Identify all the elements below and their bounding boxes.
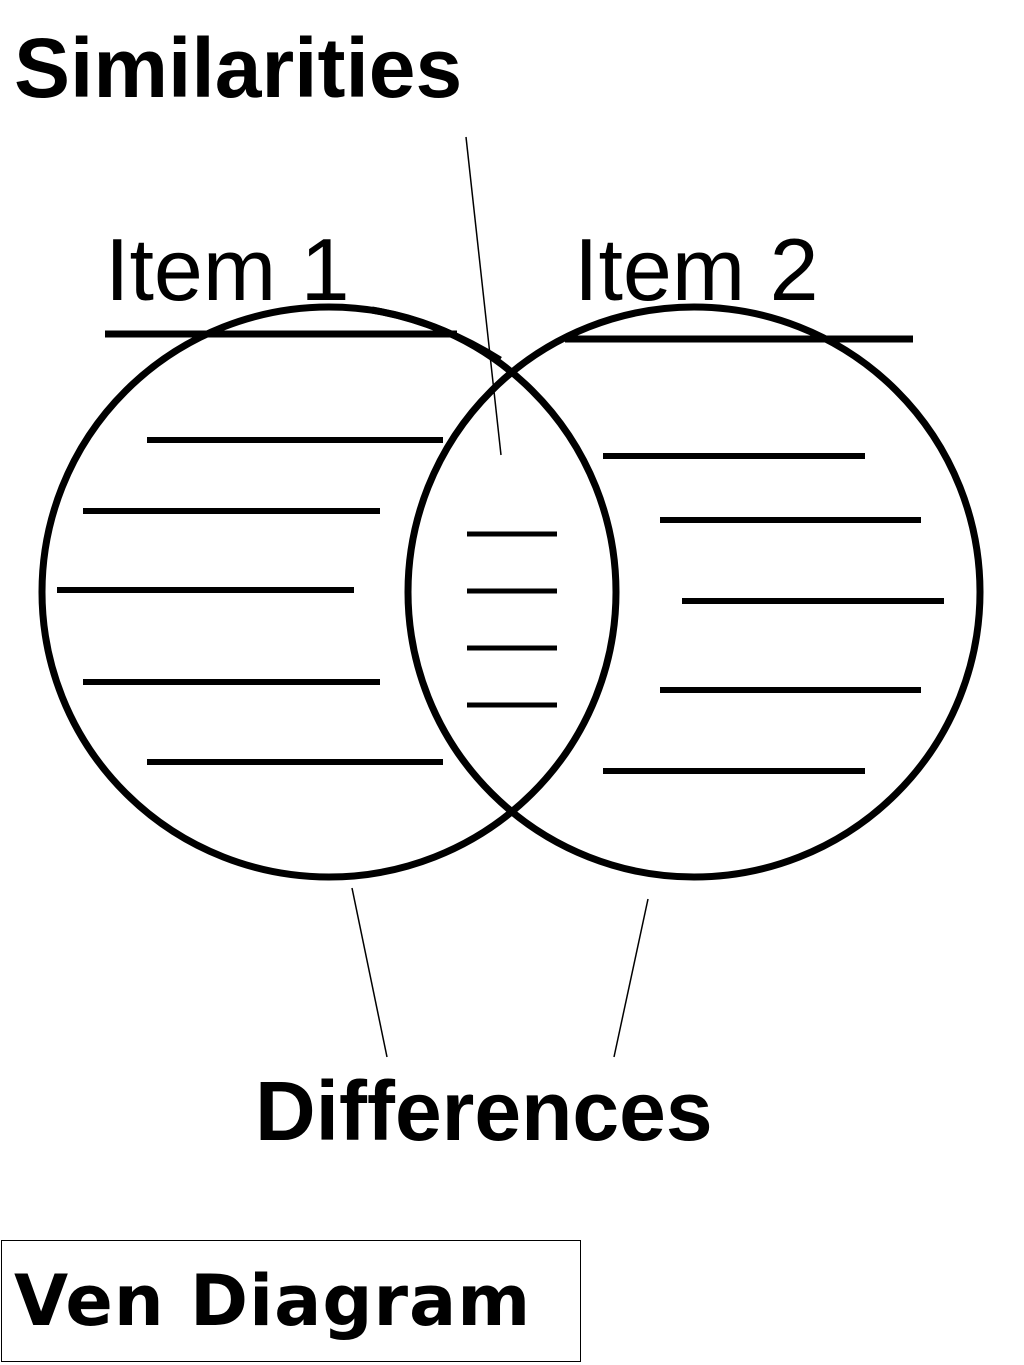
diagram-title-box: Ven Diagram [1,1240,581,1362]
item-2-circle [404,303,984,881]
item-1-label: Item 1 [105,220,350,319]
differences-heading: Differences [255,1064,713,1158]
similarities-blank-lines [467,531,557,708]
diagram-title: Ven Diagram [14,1260,532,1342]
item-1-arc-overhang [371,306,502,363]
similarities-heading: Similarities [14,21,462,115]
similarities-pointer [465,136,502,456]
item-1-blank-lines [57,437,443,765]
differences-pointer-right [613,898,649,1058]
item-2-blank-lines [603,453,944,774]
differences-pointer-left [351,887,388,1058]
item-1-circle [38,303,620,881]
item-2-label: Item 2 [574,220,819,319]
